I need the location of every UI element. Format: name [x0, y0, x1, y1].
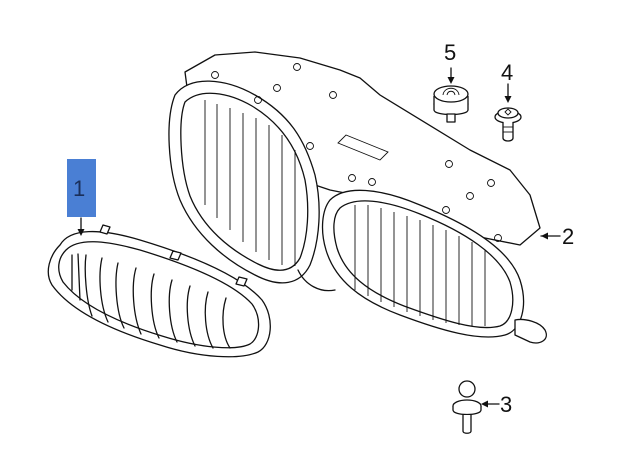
torx-screw-part[interactable]: [494, 83, 522, 142]
grille-insert-part[interactable]: [47, 217, 271, 358]
grommet-part[interactable]: [433, 67, 469, 123]
ball-stud-part[interactable]: [452, 380, 500, 434]
grille-frame-part[interactable]: [168, 51, 561, 344]
callout-2-label[interactable]: 2: [562, 224, 575, 249]
callout-3-label[interactable]: 3: [500, 392, 513, 417]
callout-5-label[interactable]: 5: [444, 40, 457, 65]
callout-4-label[interactable]: 4: [501, 60, 514, 85]
callout-1-highlight[interactable]: [67, 159, 96, 217]
callout-1-label[interactable]: 1: [73, 176, 86, 201]
